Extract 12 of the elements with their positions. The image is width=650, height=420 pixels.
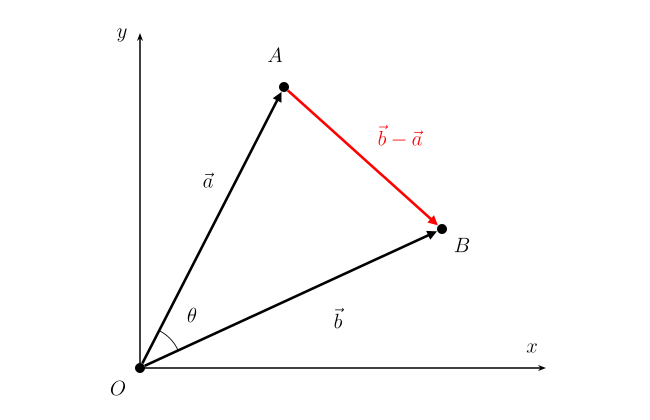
node-label: $O$: [110, 380, 126, 396]
edge-label: $\vec{a}$: [202, 172, 214, 188]
point: $A$: [268, 47, 289, 92]
axis-label: $y$: [117, 28, 127, 42]
axis-label: $x$: [526, 343, 537, 353]
angle-label: $\theta$: [188, 308, 196, 322]
node-label: $A$: [268, 47, 282, 62]
point: $O$: [110, 363, 145, 396]
point: $B$: [437, 224, 470, 252]
node-label: $B$: [454, 238, 470, 252]
edge-label: $\vec{b}-\vec{a}$: [376, 124, 424, 148]
edge-label: $\vec{b}$: [332, 306, 344, 330]
